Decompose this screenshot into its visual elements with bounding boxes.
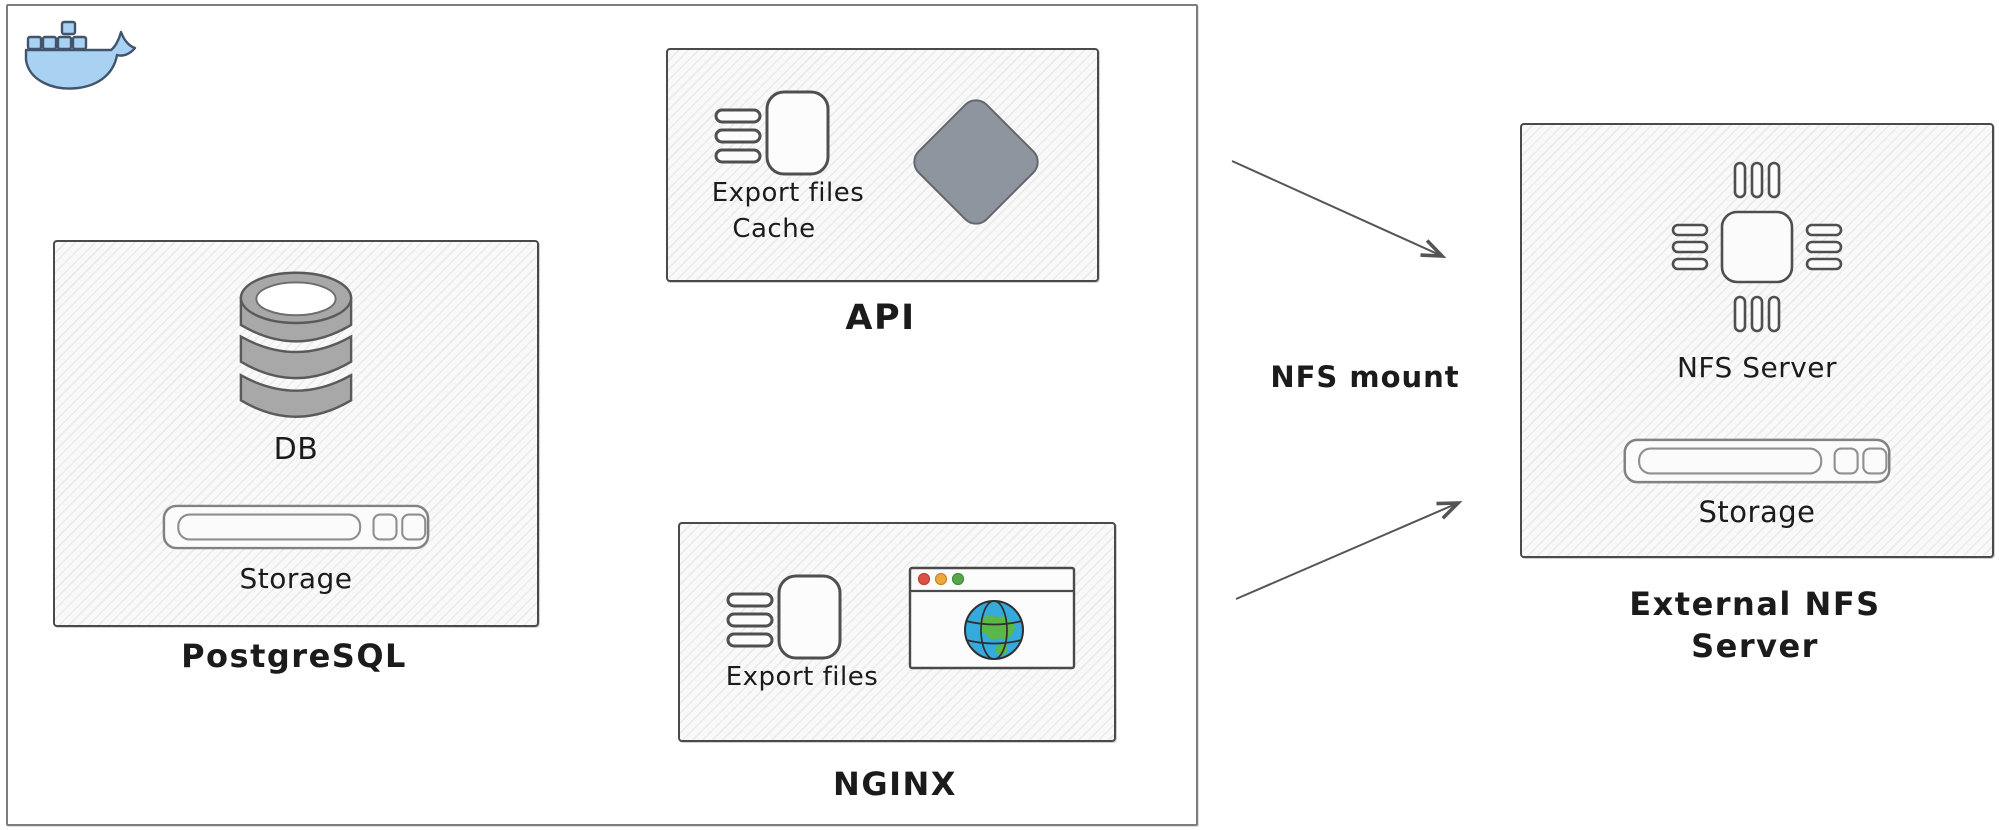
nfs-server-label: NFS Server bbox=[1676, 351, 1838, 384]
nfs-mount-label: NFS mount bbox=[1270, 360, 1460, 394]
cache-diamond-icon bbox=[913, 99, 1039, 225]
browser-dot-yellow bbox=[934, 572, 948, 586]
arrow-bottom bbox=[1235, 501, 1463, 600]
docker-whale-icon bbox=[24, 20, 137, 90]
postgres-caption: PostgreSQL bbox=[181, 637, 407, 675]
globe-icon bbox=[964, 600, 1024, 660]
export-files-icon bbox=[714, 90, 830, 176]
arrow-top bbox=[1231, 160, 1447, 258]
storage-drive-icon bbox=[162, 504, 430, 550]
export-files-label: Export files bbox=[711, 178, 865, 208]
browser-dot-red bbox=[917, 572, 931, 586]
api-caption: API bbox=[845, 298, 916, 338]
browser-dot-green bbox=[951, 572, 965, 586]
database-icon bbox=[239, 271, 353, 418]
browser-globe-icon bbox=[908, 566, 1076, 670]
nfs-caption-line1: External NFS bbox=[1629, 585, 1881, 623]
nginx-caption: NGINX bbox=[833, 765, 957, 803]
cache-label: Cache bbox=[732, 214, 816, 244]
storage-label: Storage bbox=[1698, 495, 1816, 529]
api-box: Export files Cache bbox=[666, 48, 1099, 282]
storage-drive-icon bbox=[1623, 438, 1891, 484]
nginx-box: Export files bbox=[678, 522, 1116, 742]
chip-icon bbox=[1671, 161, 1843, 333]
nfs-caption-line2: Server bbox=[1691, 626, 1819, 665]
export-files-icon bbox=[726, 574, 842, 660]
storage-label: Storage bbox=[239, 562, 353, 595]
export-files-label: Export files bbox=[725, 662, 879, 692]
db-label: DB bbox=[273, 432, 319, 467]
nfs-server-box: NFS Server Storage bbox=[1520, 123, 1994, 558]
postgres-box: DB Storage bbox=[53, 240, 539, 627]
nfs-caption: External NFS Server bbox=[1520, 584, 1990, 667]
